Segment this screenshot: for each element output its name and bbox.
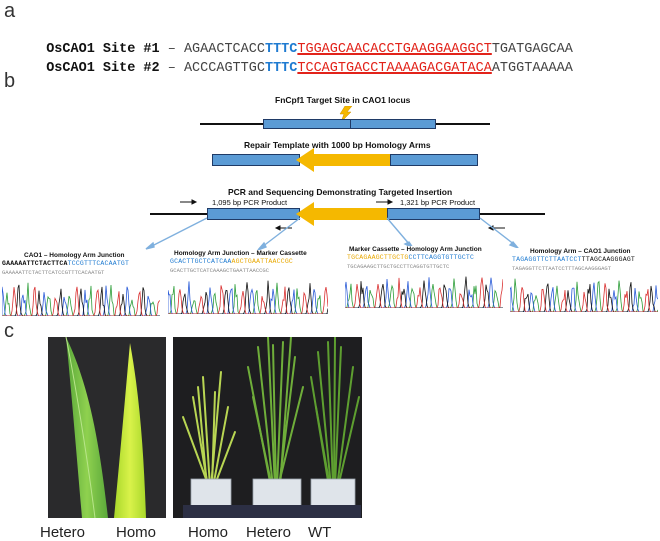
cut-site-bolt-icon [339,106,353,122]
chrom-2-seq-blue: GCACTTGCTCATCAA [170,258,232,265]
plant-photo [173,337,362,518]
marker-cassette-arrow [296,148,392,172]
trace-line-0 [168,282,328,314]
diagram-title-repair-template: Repair Template with 1000 bp Homology Ar… [244,140,431,150]
caption-leaf-homo: Homo [116,524,157,541]
trace-line-3 [510,283,658,312]
site-2-label: OsCAO1 Site #2 [46,61,160,76]
site-1-prefix: AGAACTCACC [183,42,265,57]
trace-line-2 [168,280,328,314]
template-arm-right [390,154,478,166]
site-1-suffix: TGATGAGCAA [491,42,573,57]
template-arm-left [212,154,300,166]
site-1-pam: TTTC [264,42,298,57]
diagram-title-pcr: PCR and Sequencing Demonstrating Targete… [228,187,453,197]
chromatogram-4-trace [510,278,658,312]
locus-box-right [350,119,436,129]
trace-line-2 [2,284,160,316]
chromatogram-1: CAO1 – Homology Arm Junction GAAAAATTCTA… [2,252,160,318]
chromatogram-3-seq: TGCAGAAGCTTGCTGCCTTCAGGTGTTGCTC [347,254,474,261]
site-2-dash: – [167,61,176,76]
caption-plant-homo: Homo [188,524,229,541]
trace-line-1 [510,282,658,312]
chromatogram-3: Marker Cassette – Homology Arm Junction … [345,246,503,310]
site-1-target: TGGAGCAACACCTGAAGGAAGGCT [297,42,492,57]
site-2-pam: TTTC [264,61,298,76]
sequence-row-site-2: OsCAO1 Site #2 – ACCCAGTTGCTTTCTCCAGTGAC… [30,46,573,76]
site-1-label: OsCAO1 Site #1 [46,42,160,57]
chromatogram-4-seq: TAGAGGTTCTTAATCCTTTAGCAAGGGAGT [512,256,635,263]
chromatogram-1-seq: GAAAAATTCTACTTCATCCGTTTCACAATGT [2,260,129,267]
panel-letter-b: b [4,70,16,92]
diagram-title-target-site: FnCpf1 Target Site in CAO1 locus [275,95,411,105]
chromatogram-2-title: Homology Arm Junction – Marker Cassette [174,250,307,257]
chrom-3-seq-gold: TGCAGAAGCTTGCTG [347,254,409,261]
site-2-suffix: ATGGTAAAAA [491,61,573,76]
chromatogram-2-trace [168,280,328,314]
chromatogram-2-seq: GCACTTGCTCATCAAAGCTGAATTAACCGC [170,258,293,265]
chrom-3-seq-blue: CCTTCAGGTGTTGCTC [408,254,475,261]
chrom-1-seq-blue: TCCGTTTCACAATGT [67,260,130,267]
sequence-row-site-1: OsCAO1 Site #1 – AGAACTCACCTTTCTGGAGCAAC… [30,27,573,57]
caption-leaf-hetero: Hetero [40,524,86,541]
pcr-product-2-label: 1,321 bp PCR Product [400,198,476,207]
chromatogram-4-basecalls: TAGAGGTTCTTAATCCTTTAGCAAGGGAGT [512,265,612,272]
leaf-photo [48,337,166,518]
trace-line-3 [168,285,328,314]
chrom-4-seq-blue: TAGAGGTTCTTAATCCT [512,256,582,263]
panel-letter-a: a [4,0,16,22]
pcr-product-1-label: 1,095 bp PCR Product [212,198,288,207]
chromatogram-4-title: Homology Arm – CAO1 Junction [530,248,631,255]
caption-plant-wt: WT [308,524,332,541]
chromatogram-4: Homology Arm – CAO1 Junction TAGAGGTTCTT… [510,248,658,314]
chromatogram-3-trace [345,276,503,308]
insertion-cassette-arrow [296,202,388,226]
trace-line-0 [510,278,658,312]
chromatogram-1-title: CAO1 – Homology Arm Junction [24,252,125,259]
trace-line-0 [345,278,503,308]
chromatogram-1-basecalls: GAAAAATTCTACTTCATCCGTTTCACAATGT [2,269,105,276]
leaf-illustration [65,337,146,518]
primer-arrows [180,199,505,231]
site-1-dash: – [167,42,176,57]
chrom-2-seq-gold: AGCTGAATTAACCGC [231,258,294,265]
trace-line-0 [2,282,160,316]
trace-line-2 [510,282,658,312]
junction-connectors [145,217,521,251]
locus-box-left [263,119,351,129]
chromatogram-1-trace [2,282,160,316]
chromatogram-3-basecalls: TGCAGAAGCTTGCTGCCTTCAGGTGTTGCTC [347,263,450,270]
chromatogram-3-title: Marker Cassette – Homology Arm Junction [349,246,482,253]
chromatogram-2-basecalls: GCACTTGCTCATCAAAGCTGAATTAACCGC [170,267,270,274]
chromatogram-2: Homology Arm Junction – Marker Cassette … [168,250,328,316]
insertion-arm-right [387,208,480,220]
panel-letter-c: c [4,320,14,342]
site-2-target: TCCAGTGACCTAAAAGACGATACA [297,61,492,76]
chrom-4-seq-black: TTAGCAAGGGAGT [581,256,636,263]
caption-plant-hetero: Hetero [246,524,292,541]
chrom-1-seq-black: GAAAAATTCTACTTCA [2,260,68,267]
site-2-prefix: ACCCAGTTGC [183,61,265,76]
rice-plants-illustration [182,337,361,518]
trace-line-2 [345,276,503,308]
